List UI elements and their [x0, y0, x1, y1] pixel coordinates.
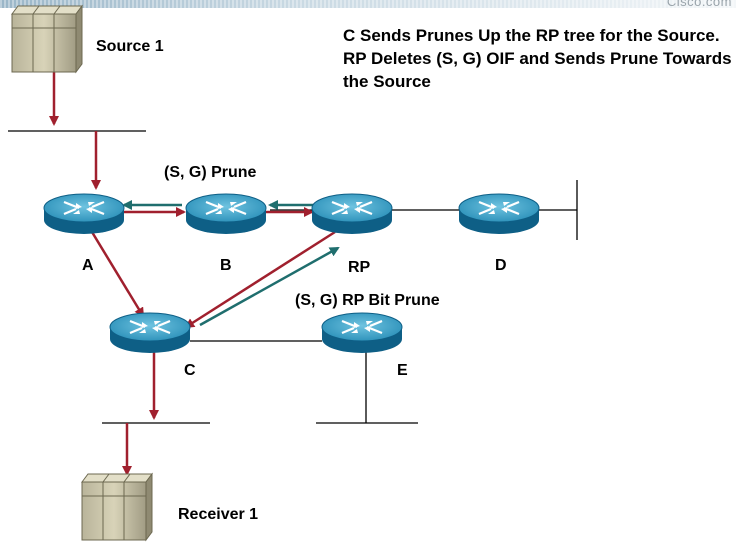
router-e-icon [320, 311, 404, 355]
receiver-server-icon [81, 473, 153, 541]
router-c-icon [108, 311, 192, 355]
router-rp-icon [310, 192, 394, 236]
router-d-icon [457, 192, 541, 236]
router-b-label: B [220, 257, 232, 274]
router-c-label: C [184, 362, 196, 379]
links [190, 209, 577, 423]
router-d-label: D [495, 257, 507, 274]
rp-bit-prune-c-to-rp [199, 246, 340, 327]
header-bar: Cisco.com [0, 0, 736, 9]
router-rp-label: RP [348, 259, 371, 276]
router-a-label: A [82, 257, 94, 274]
brand-logo: Cisco.com [666, 0, 732, 9]
receiver-label: Receiver 1 [178, 506, 259, 523]
router-e-label: E [397, 362, 408, 379]
router-b-icon [184, 192, 268, 236]
source-label: Source 1 [96, 38, 164, 55]
rp-bit-prune-label: (S, G) RP Bit Prune [295, 292, 440, 309]
router-a-icon [42, 192, 126, 236]
lan-segments [8, 130, 578, 424]
flow-rp-to-c [184, 230, 336, 329]
data-flow [49, 72, 336, 476]
prune-label: (S, G) Prune [164, 164, 257, 181]
source-server-icon [11, 5, 83, 73]
explanation-caption: C Sends Prunes Up the RP tree for the So… [343, 26, 732, 91]
flow-a-to-c [90, 231, 145, 318]
